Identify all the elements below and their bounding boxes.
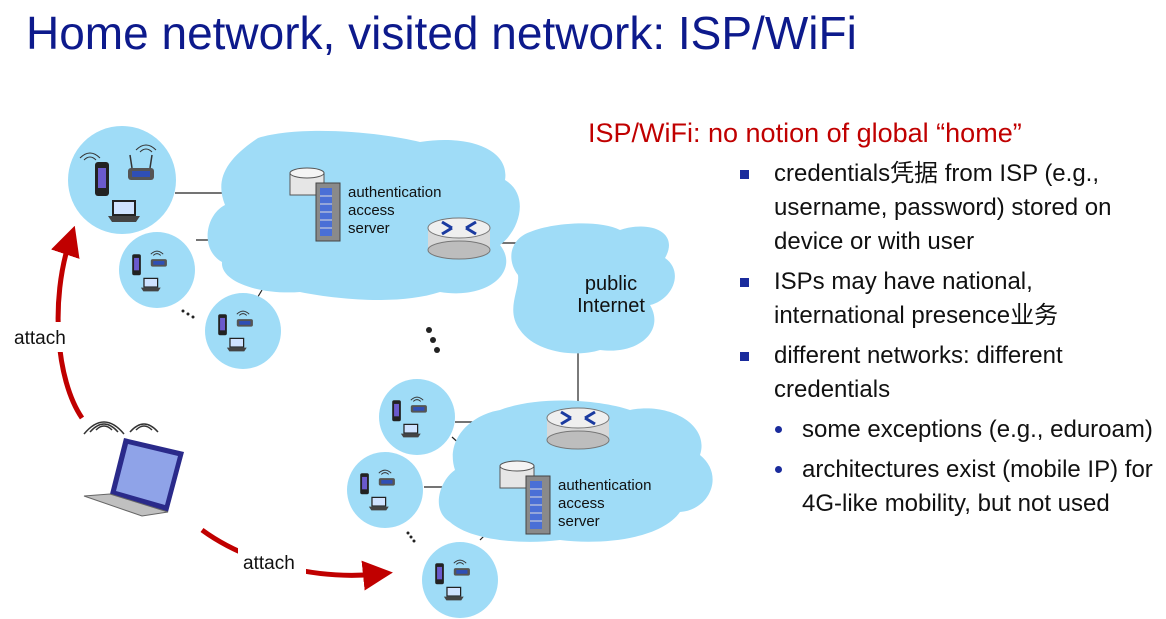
bullet-text: different networks: different credential… bbox=[774, 342, 1063, 403]
server-top-label-1: authentication bbox=[348, 184, 441, 201]
auth-server-icon-bottom bbox=[499, 460, 551, 535]
ellipsis-dots bbox=[181, 309, 440, 543]
roaming-laptop-icon bbox=[83, 421, 184, 517]
attach-label-top: attach bbox=[14, 328, 66, 349]
slide-title: Home network, visited network: ISP/WiFi bbox=[26, 7, 857, 59]
server-top-label-2: access bbox=[348, 202, 395, 219]
internet-label-1: public bbox=[585, 273, 637, 295]
sub-bullet-item: some exceptions (e.g., eduroam) bbox=[775, 413, 1158, 447]
bottom-isp-cloud bbox=[438, 400, 713, 542]
bullet-text: ISPs may have national, international pr… bbox=[774, 268, 1059, 329]
square-bullet-icon bbox=[740, 278, 749, 287]
dot-bullet-icon bbox=[775, 426, 782, 433]
bullet-text: credentials凭据 from ISP (e.g., username, … bbox=[774, 160, 1112, 255]
square-bullet-icon bbox=[740, 170, 749, 179]
sub-bullet-text: architectures exist (mobile IP) for 4G-l… bbox=[802, 456, 1153, 517]
server-bottom-label-1: authentication bbox=[558, 477, 651, 494]
bullet-item: credentials凭据 from ISP (e.g., username, … bbox=[740, 157, 1158, 259]
bullet-item: ISPs may have national, international pr… bbox=[740, 265, 1158, 333]
sub-bullet-text: some exceptions (e.g., eduroam) bbox=[802, 416, 1153, 443]
sub-bullet-item: architectures exist (mobile IP) for 4G-l… bbox=[775, 453, 1158, 521]
attach-label-bottom: attach bbox=[243, 553, 295, 574]
server-bottom-label-3: server bbox=[558, 513, 600, 530]
auth-server-icon-top bbox=[289, 167, 341, 242]
square-bullet-icon bbox=[740, 352, 749, 361]
bullet-item: different networks: different credential… bbox=[740, 339, 1158, 521]
sub-bullet-list: some exceptions (e.g., eduroam) architec… bbox=[774, 413, 1158, 521]
bullet-list: credentials凭据 from ISP (e.g., username, … bbox=[588, 157, 1158, 521]
internet-label-2: Internet bbox=[577, 295, 645, 317]
panel-heading: ISP/WiFi: no notion of global “home” bbox=[588, 118, 1022, 148]
access-network-circles bbox=[68, 126, 498, 618]
text-panel: ISP/WiFi: no notion of global “home” cre… bbox=[588, 118, 1158, 527]
dot-bullet-icon bbox=[775, 466, 782, 473]
device-cluster-icons bbox=[79, 144, 470, 601]
server-bottom-label-2: access bbox=[558, 495, 605, 512]
router-icon-bottom bbox=[546, 407, 610, 450]
server-top-label-3: server bbox=[348, 220, 390, 237]
internet-cloud bbox=[511, 223, 675, 354]
router-icon-top bbox=[427, 217, 491, 260]
